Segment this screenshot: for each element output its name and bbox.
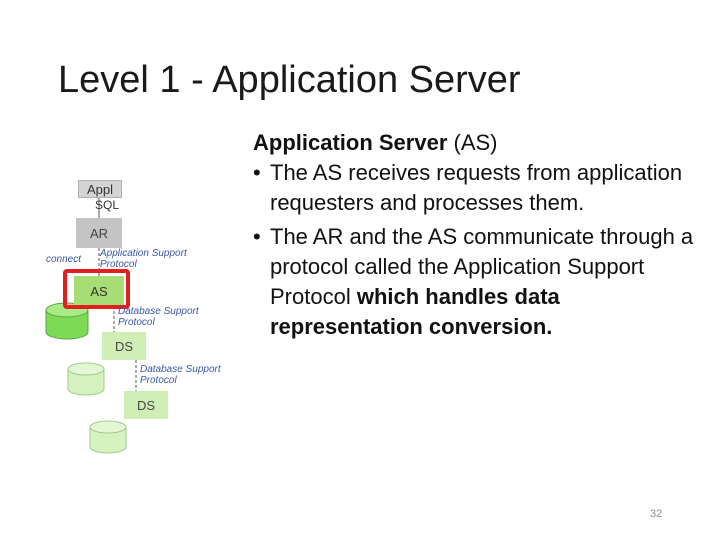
- slide-content: Application Server (AS) • The AS receive…: [253, 128, 703, 342]
- database-3-icon: [89, 420, 127, 454]
- heading-bold: Application Server: [253, 130, 448, 155]
- connect-label: connect: [46, 254, 82, 265]
- bullet-2-bold: which handles data representation conver…: [270, 284, 560, 339]
- bullet-2-plain: The AR and the AS communicate through a …: [270, 224, 694, 309]
- db-support-2-line1: Database Support: [140, 364, 221, 375]
- ar-box: AR: [76, 218, 122, 248]
- content-heading: Application Server (AS): [253, 128, 703, 158]
- app-support-line2: Protocol: [100, 259, 137, 270]
- db-support-1-line1: Database Support: [118, 306, 199, 317]
- sql-label: SQL: [95, 198, 120, 212]
- heading-rest: (AS): [447, 130, 498, 155]
- diagram-connectors: [45, 198, 137, 454]
- bullet-1-text: The AS receives requests from applicatio…: [270, 160, 683, 215]
- bullet-item-1: • The AS receives requests from applicat…: [253, 158, 703, 218]
- as-highlight-frame: [63, 269, 130, 309]
- bullet-icon: •: [253, 160, 261, 185]
- bullet-2-text: The AR and the AS communicate through a …: [270, 222, 703, 342]
- db-support-2-line2: Protocol: [140, 375, 177, 386]
- db-support-protocol-2-label: Database Support Protocol: [140, 364, 221, 386]
- page-number: 32: [650, 508, 663, 520]
- database-2-icon: [67, 362, 105, 396]
- db-support-protocol-1-label: Database Support Protocol: [118, 306, 199, 328]
- db-support-1-line2: Protocol: [118, 317, 155, 328]
- architecture-diagram: Appl SQL AR connect Application Support …: [40, 172, 240, 462]
- ds-box-1: DS: [102, 332, 146, 360]
- bullet-icon: •: [253, 224, 261, 249]
- ds-box-2: DS: [124, 391, 168, 419]
- slide-title: Level 1 - Application Server: [58, 59, 521, 101]
- bullet-item-2: • The AR and the AS communicate through …: [253, 222, 703, 342]
- appl-box: Appl: [78, 180, 122, 198]
- app-support-protocol-label: Application Support Protocol: [100, 248, 187, 270]
- app-support-line1: Application Support: [100, 248, 187, 259]
- as-box: AS: [74, 276, 124, 306]
